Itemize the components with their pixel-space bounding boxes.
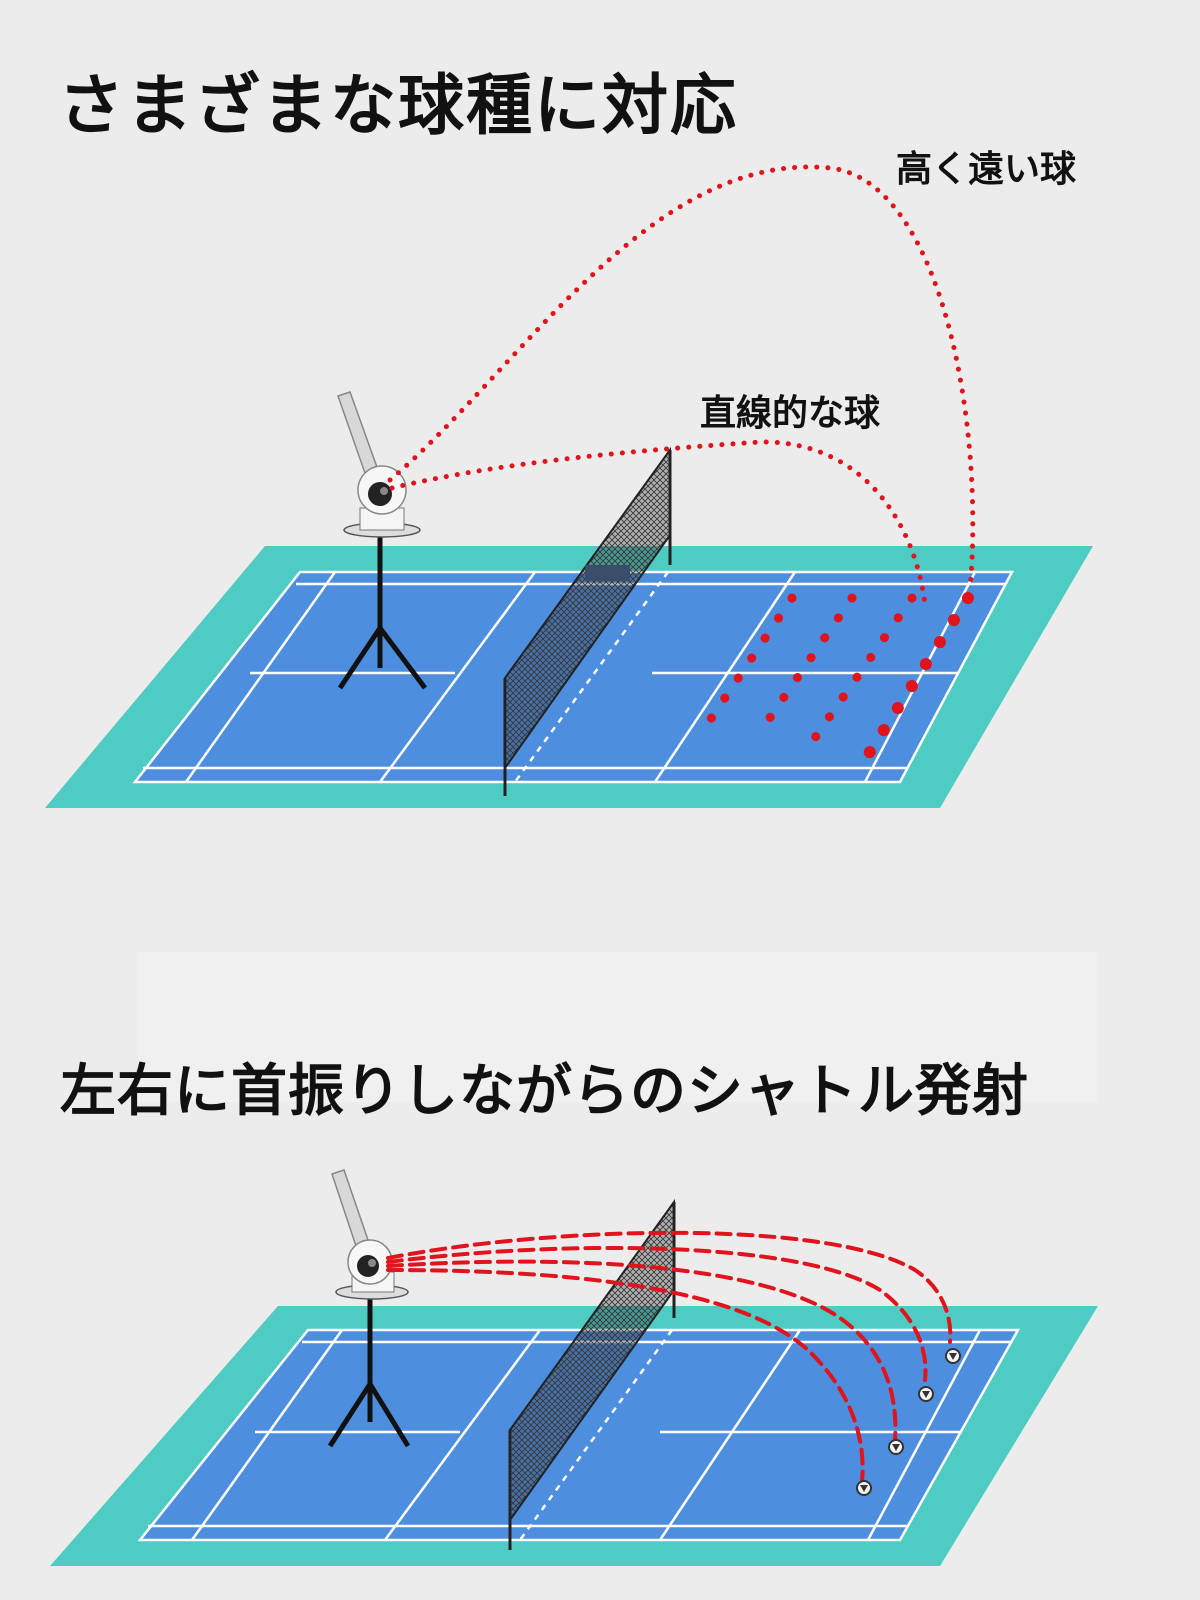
label-high-far-shot: 高く遠い球 bbox=[896, 149, 1077, 190]
shuttlecock-landing-icons bbox=[856, 1348, 961, 1496]
swing-trajectories bbox=[386, 1230, 953, 1484]
section-title-swing-launch: 左右に首振りしながらのシャトル発射 bbox=[60, 1059, 1029, 1124]
court-lines bbox=[132, 570, 1015, 784]
shuttle-launcher-machine bbox=[327, 1169, 411, 1448]
court-diagram-various-shots bbox=[45, 164, 1093, 808]
net bbox=[508, 1198, 676, 1550]
title-band bbox=[138, 952, 1098, 1102]
net bbox=[503, 446, 672, 796]
shuttle-launcher-machine bbox=[337, 391, 427, 690]
trajectory-high-far bbox=[387, 164, 976, 593]
court-surface bbox=[135, 572, 1012, 782]
court-lines bbox=[137, 1328, 1021, 1542]
section-title-various-shots: さまざまな球種に対応 bbox=[58, 67, 738, 144]
label-straight-shot: 直線的な球 bbox=[700, 393, 881, 434]
court-surface bbox=[140, 1330, 1018, 1540]
landing-marks-near bbox=[695, 593, 917, 747]
court-surround bbox=[50, 1306, 1098, 1566]
landing-marks-far bbox=[860, 592, 974, 764]
